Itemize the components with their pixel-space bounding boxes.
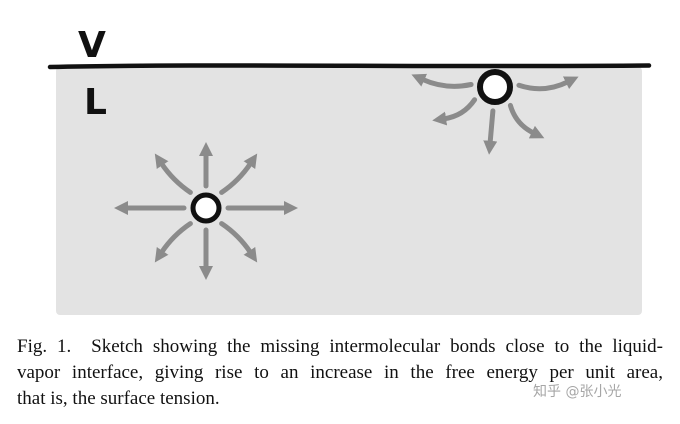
caption-line: that is, the surface tension. <box>17 388 220 409</box>
bond-arrow <box>219 153 258 195</box>
bond-arrow <box>483 108 498 155</box>
bond-arrow <box>516 76 579 92</box>
figure-caption: Fig. 1. Sketch showing the missing inter… <box>17 334 663 412</box>
caption-line: Fig. 1. Sketch showing the missing inter… <box>17 336 663 357</box>
interface-line <box>47 63 652 70</box>
molecules-layer <box>190 69 513 224</box>
liquid-label: L <box>84 82 107 123</box>
vapor-label: V <box>78 25 106 66</box>
bond-arrow <box>219 221 258 263</box>
figure-sketch: V L <box>47 25 652 315</box>
bond-arrows-layer <box>114 73 579 280</box>
bond-arrow <box>154 221 193 263</box>
bond-arrow <box>154 153 193 195</box>
surface-molecule-bonds <box>411 73 579 155</box>
bulk-molecule-bonds <box>114 142 298 280</box>
surface-molecule <box>477 69 513 105</box>
bond-arrow <box>411 73 474 89</box>
bond-arrow <box>507 102 545 139</box>
caption-line: vapor interface, giving rise to an incre… <box>17 362 663 383</box>
bulk-molecule <box>190 192 222 224</box>
watermark: 知乎 @张小光 <box>533 384 622 400</box>
bond-arrow <box>432 97 478 126</box>
liquid-region <box>56 67 642 315</box>
